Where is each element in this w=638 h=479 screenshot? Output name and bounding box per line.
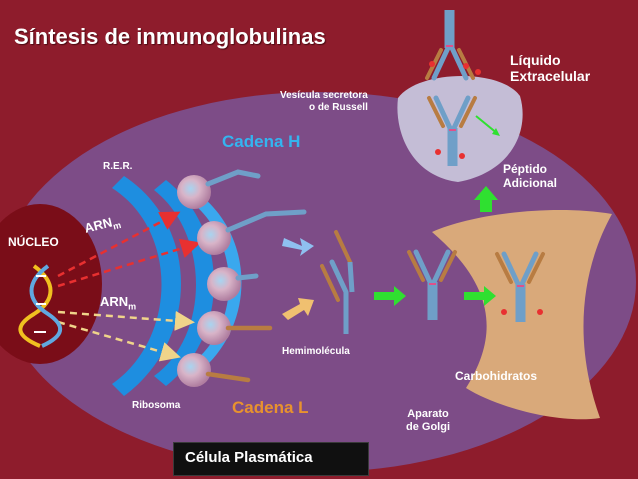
- mrna-label-light: ARNm: [100, 294, 137, 312]
- extracellular-label: Líquido Extracelular: [510, 52, 590, 84]
- vesicle-line-2: o de Russell: [308, 101, 368, 113]
- hemimolecule-label: Hemimolécula: [282, 346, 350, 357]
- diagram-title: Síntesis de inmunoglobulinas: [14, 24, 326, 49]
- mrna-arrow-l2: [57, 320, 181, 362]
- peptide-line-1: Péptido: [503, 162, 547, 176]
- secretory-vesicle: [397, 75, 523, 182]
- mrna-arrow-h1: [57, 211, 181, 278]
- mrna-arrow-l1: [57, 310, 195, 331]
- nucleus-label: NÚCLEO: [8, 235, 59, 249]
- extracellular-line-2: Extracelular: [510, 68, 591, 85]
- golgi-line-1: Aparato: [407, 408, 449, 420]
- light-chain-label: Cadena L: [232, 398, 309, 417]
- rer-label: R.E.R.: [103, 161, 133, 172]
- cell-label: Célula Plasmática: [185, 449, 313, 466]
- antibody-icon: [409, 98, 543, 322]
- golgi-label: Aparato de Golgi: [406, 408, 450, 433]
- carbohydrates-label: Carbohidratos: [455, 369, 538, 383]
- mrna-arrow-h2: [57, 238, 201, 288]
- peptide-label: Péptido Adicional: [503, 162, 558, 191]
- vesicle-label: Vesícula secretora o de Russell: [280, 90, 368, 113]
- nascent-chains: [205, 169, 307, 383]
- heavy-chain-label: Cadena H: [222, 132, 301, 151]
- golgi-line-2: de Golgi: [406, 420, 450, 433]
- hemimolecule: [320, 230, 355, 334]
- peptide-line-2: Adicional: [503, 175, 558, 190]
- mrna-subscript: m: [128, 301, 137, 312]
- arrow-icon: [374, 186, 498, 306]
- ribosome-label: Ribosoma: [132, 400, 181, 411]
- ribosome-icon: [177, 175, 241, 387]
- mrna-text: ARN: [100, 294, 129, 309]
- vesicle-line-1: Vesícula secretora: [280, 90, 368, 101]
- rer-membrane-outer: [112, 176, 181, 396]
- heavy-chain-arrow: [282, 238, 314, 256]
- dna-helix-icon: [18, 264, 62, 348]
- cell-label-box: [173, 442, 369, 476]
- light-chain-arrow: [282, 298, 314, 320]
- extracellular-line-1: Líquido: [510, 52, 561, 68]
